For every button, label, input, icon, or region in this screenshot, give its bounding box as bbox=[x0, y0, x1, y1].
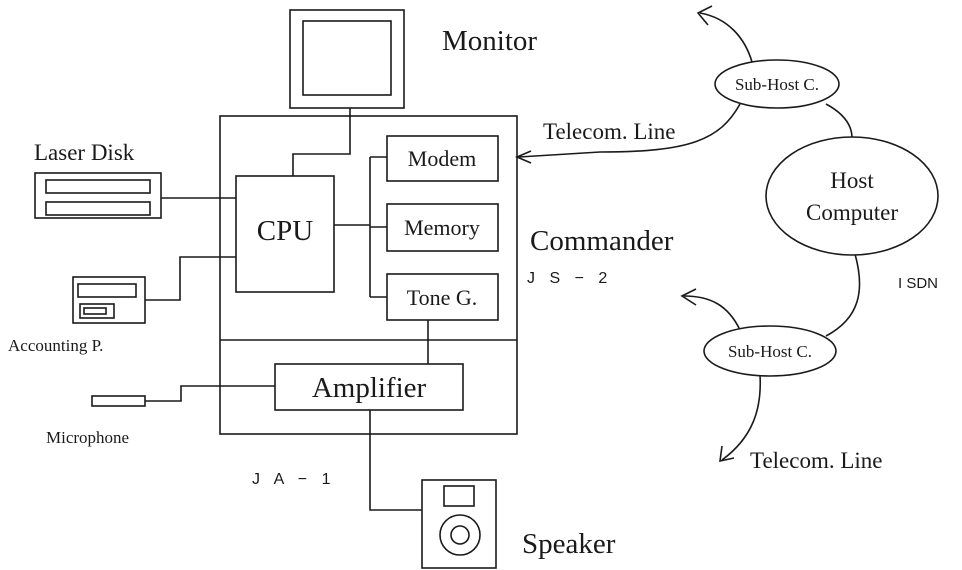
ja1-label: J A − 1 bbox=[252, 471, 335, 488]
modem-box bbox=[386, 135, 499, 182]
sub-host-bottom-node bbox=[703, 325, 837, 377]
host-computer-label-line2: Computer bbox=[806, 200, 898, 225]
tone-generator-label: Tone G. bbox=[407, 285, 478, 310]
microphone-icon bbox=[91, 395, 146, 407]
internal-wiring bbox=[292, 108, 429, 511]
modem-label: Modem bbox=[408, 146, 476, 171]
tone-generator-box bbox=[386, 273, 499, 321]
commander-label: Commander bbox=[530, 225, 674, 257]
telecom-line-top-connector bbox=[518, 103, 741, 158]
isdn-link-bottom bbox=[825, 253, 861, 337]
memory-box bbox=[386, 203, 499, 252]
accounting-printer-icon bbox=[72, 276, 146, 324]
telecom-line-bottom-label: Telecom. Line bbox=[750, 448, 883, 473]
sub-host-top-node bbox=[714, 59, 840, 109]
host-computer-node bbox=[765, 136, 939, 256]
laser-disk-icon bbox=[34, 172, 162, 219]
telecom-line-top-arrowhead bbox=[514, 150, 532, 164]
sub-host-bottom-label: Sub-Host C. bbox=[728, 342, 812, 361]
telecom-line-bottom-connector bbox=[721, 374, 762, 461]
telecom-line-top-label: Telecom. Line bbox=[543, 119, 676, 144]
microphone-label: Microphone bbox=[46, 428, 129, 447]
microphone-cable bbox=[145, 385, 275, 402]
monitor-icon bbox=[289, 9, 405, 109]
cpu-label: CPU bbox=[257, 215, 313, 247]
amplifier-box bbox=[274, 363, 464, 411]
uplink-arrowhead-top bbox=[696, 5, 713, 26]
amplifier-label: Amplifier bbox=[312, 372, 427, 404]
accounting-label: Accounting P. bbox=[8, 336, 103, 355]
telecom-line-bottom-arrowhead bbox=[719, 445, 735, 463]
speaker-icon bbox=[421, 479, 497, 569]
uplink-arrow-top bbox=[699, 12, 753, 63]
sub-host-top-label: Sub-Host C. bbox=[735, 75, 819, 94]
laser-disk-label: Laser Disk bbox=[34, 140, 135, 165]
host-computer-label-line1: Host bbox=[830, 168, 874, 193]
uplink-arrow-bottom bbox=[683, 295, 741, 331]
commander-unit-box bbox=[219, 115, 518, 435]
uplink-arrowhead-bottom bbox=[680, 288, 697, 306]
isdn-label: I SDN bbox=[898, 275, 938, 292]
isdn-link-top bbox=[825, 103, 853, 139]
accounting-cable bbox=[145, 256, 236, 301]
cpu-box bbox=[235, 175, 335, 293]
monitor-label: Monitor bbox=[442, 25, 537, 57]
speaker-label: Speaker bbox=[522, 528, 616, 560]
memory-label: Memory bbox=[404, 215, 480, 240]
js2-label: J S − 2 bbox=[527, 270, 612, 287]
